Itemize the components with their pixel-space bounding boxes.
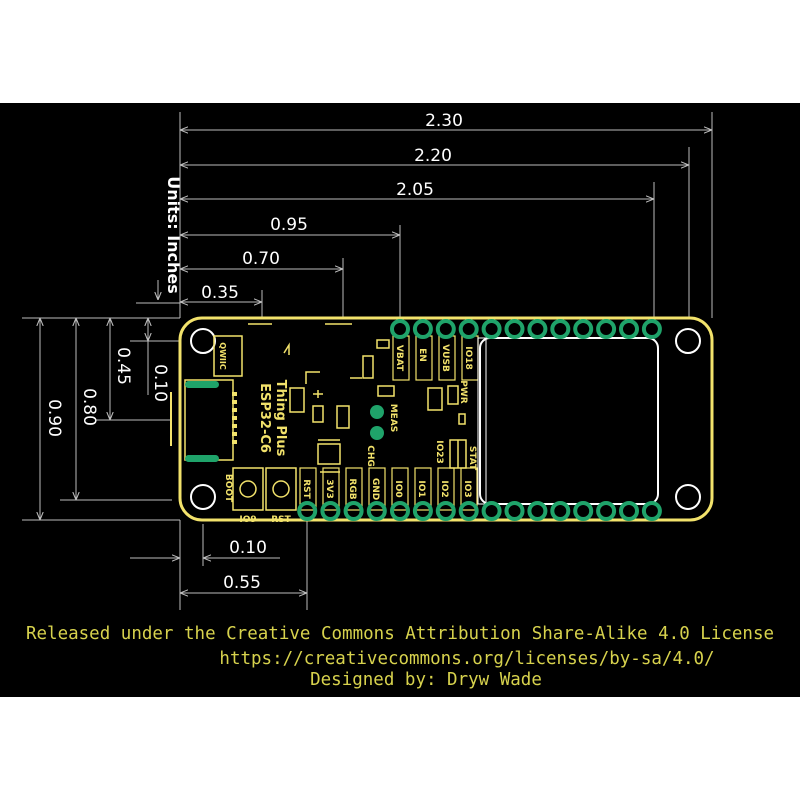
top-header-pad-2 — [412, 319, 433, 339]
dim-0-10: 0.10 — [150, 364, 170, 402]
dim-0-45: 0.45 — [113, 347, 133, 385]
bottom-dimension-lines — [130, 520, 308, 610]
dim-2-20: 2.20 — [414, 146, 452, 166]
io23-label: IO23 — [434, 440, 444, 464]
license-url: https://creativecommons.org/licenses/by-… — [219, 649, 714, 669]
pin-label-rgb: RGB — [347, 478, 357, 499]
qwiic-label: QWIIC — [218, 342, 227, 370]
pcb-board: QWIIC Thing Plus ESP32-C6 — [170, 316, 714, 525]
bottom-header-pad-7 — [527, 501, 548, 521]
meas-label: MEAS — [388, 404, 398, 433]
bottom-header-pad-11 — [619, 501, 639, 521]
bottom-header-pad-8 — [550, 501, 571, 521]
bottom-header-pads — [297, 501, 662, 521]
mounting-hole-top-left — [190, 328, 216, 354]
top-header-pad-1 — [390, 319, 410, 339]
dim-bottom-0-55: 0.55 — [223, 573, 261, 593]
qwiic-connector — [213, 335, 243, 377]
meas-pad-1 — [370, 405, 384, 419]
bottom-header-left-pad-3 — [320, 501, 341, 521]
bottom-header-pad-2 — [412, 501, 433, 521]
pin-label-vusb: VUSB — [440, 344, 450, 372]
mounting-hole-bottom-left — [190, 484, 216, 510]
pin-label-io2: IO2 — [439, 480, 449, 497]
dim-2-30: 2.30 — [425, 111, 463, 131]
reset-button — [265, 467, 297, 511]
silkscreen-components — [248, 323, 467, 473]
top-header-pad-10 — [596, 319, 617, 339]
dim-0-35: 0.35 — [201, 283, 239, 303]
designer-credit: Designed by: Dryw Wade — [310, 670, 542, 690]
top-header-pad-7 — [527, 319, 548, 339]
units-notch — [136, 280, 180, 304]
esp32-module-outline — [479, 337, 659, 505]
bottom-header-pad-1 — [390, 501, 410, 521]
license-text: Released under the Creative Commons Attr… — [26, 624, 774, 644]
bottom-header-pad-3 — [435, 501, 456, 521]
pin-label-3v3: 3V3 — [324, 479, 334, 499]
top-header-pad-12 — [641, 319, 662, 339]
top-header-pad-11 — [619, 319, 639, 339]
board-name-line2: ESP32-C6 — [257, 383, 272, 453]
pin-label-io0: IO0 — [393, 480, 403, 497]
mounting-hole-bottom-right — [675, 484, 701, 510]
dim-0-70: 0.70 — [242, 249, 280, 269]
bottom-header-pad-9 — [573, 501, 594, 521]
top-header-pad-4 — [458, 319, 479, 339]
top-header-pad-5 — [481, 319, 502, 339]
dim-0-80: 0.80 — [79, 388, 99, 426]
module-antenna-edge — [477, 337, 487, 505]
dim-bottom-0-10: 0.10 — [229, 538, 267, 558]
bottom-header-pad-4 — [458, 501, 479, 521]
left-dimension-lines — [22, 317, 180, 521]
pwr-label: PWR — [458, 380, 468, 404]
bottom-header-pad-5 — [481, 501, 502, 521]
io9-label: IO9 — [239, 515, 256, 525]
pin-label-en: EN — [417, 348, 427, 362]
bottom-pin-labels: RST 3V3 RGB GND IO0 IO1 IO2 IO3 — [299, 467, 478, 511]
top-header-pad-9 — [573, 319, 594, 339]
pin-label-io1: IO1 — [416, 480, 426, 497]
meas-pad-2 — [370, 426, 384, 440]
top-header-pads — [390, 319, 662, 339]
pin-label-vbat: VBAT — [394, 345, 404, 372]
pin-label-rst: RST — [301, 479, 311, 499]
pin-label-io3: IO3 — [462, 480, 472, 497]
chg-label: CHG — [365, 445, 375, 467]
rst-button-label: RST — [271, 515, 291, 525]
dim-0-95: 0.95 — [270, 215, 308, 235]
units-label: Units: Inches — [164, 176, 183, 294]
stat-label: STAT — [467, 446, 477, 471]
top-header-pad-6 — [504, 319, 525, 339]
dim-2-05: 2.05 — [396, 180, 434, 200]
usb-c-connector — [170, 379, 237, 462]
boot-label: BOOT — [223, 474, 233, 503]
bottom-header-pad-6 — [504, 501, 525, 521]
dim-0-90: 0.90 — [44, 399, 64, 437]
boot-button — [232, 467, 264, 511]
top-dimension-lines — [179, 112, 713, 318]
bottom-header-left-pad-1 — [366, 501, 387, 521]
bottom-header-left-pad-4 — [297, 501, 318, 521]
pin-label-io18: IO18 — [463, 346, 473, 370]
pin-label-gnd: GND — [370, 478, 380, 500]
board-name-line1: Thing Plus — [273, 380, 288, 457]
top-header-pad-8 — [550, 319, 571, 339]
mounting-hole-top-right — [675, 328, 701, 354]
bottom-header-pad-12 — [641, 501, 662, 521]
bottom-header-pad-10 — [596, 501, 617, 521]
top-header-pad-3 — [435, 319, 456, 339]
bottom-header-left-pad-2 — [343, 501, 364, 521]
